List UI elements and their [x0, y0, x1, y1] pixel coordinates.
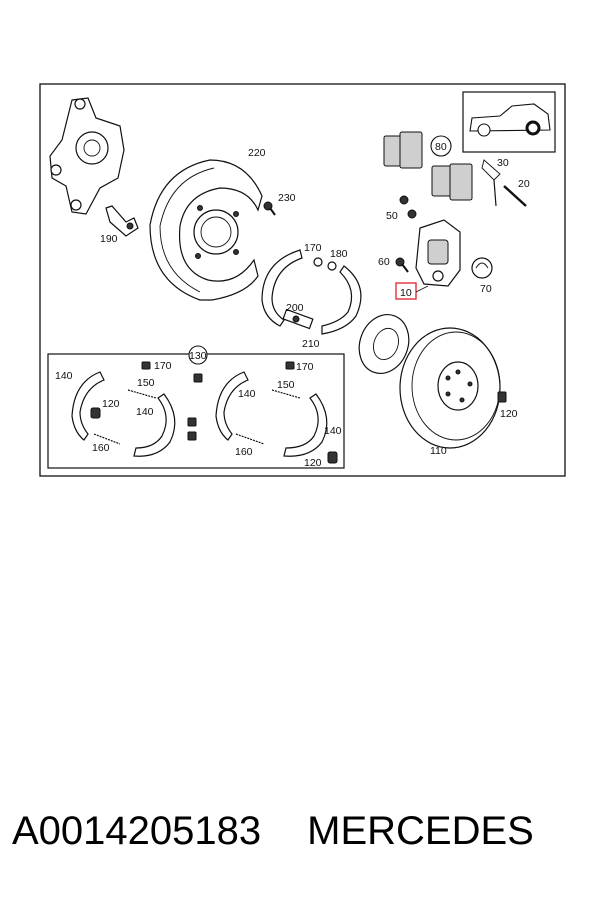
callout-110: 110 — [430, 445, 447, 457]
callout-50: 50 — [386, 210, 398, 222]
part-number: A0014205183 — [12, 808, 262, 853]
inset-shoe-1 — [71, 371, 105, 441]
callout-160-b: 160 — [235, 446, 253, 458]
inset-shoe-2 — [133, 393, 176, 457]
bolt-60 — [395, 257, 409, 273]
callout-120-disc: 120 — [500, 408, 518, 420]
callout-190: 190 — [100, 233, 118, 245]
callout-180: 180 — [330, 248, 348, 260]
callout-150-b: 150 — [277, 379, 295, 391]
parking-brake-shoe-left — [261, 249, 303, 327]
callout-160-a: 160 — [92, 442, 110, 454]
callout-circle-80 — [430, 135, 452, 157]
guide-pin-20 — [503, 185, 527, 207]
callout-140-a: 140 — [55, 370, 73, 382]
car-thumbnail — [462, 91, 556, 153]
inset-small-parts — [90, 361, 338, 464]
dust-shield-ring — [358, 314, 410, 374]
callout-170-inset-left: 170 — [154, 360, 172, 372]
inset-shoe-4 — [283, 393, 328, 457]
bolt-120-disc — [497, 391, 507, 403]
callout-200: 200 — [286, 302, 304, 314]
callout-150-a: 150 — [137, 377, 155, 389]
part-caption: A0014205183 MERCEDES — [12, 806, 592, 856]
callout-140-c: 140 — [238, 388, 256, 400]
pin-180 — [327, 261, 337, 271]
callout-120-inset-right: 120 — [304, 457, 322, 469]
callout-220: 220 — [248, 147, 266, 159]
brake-caliper — [415, 219, 461, 287]
brake-disc — [399, 327, 501, 449]
wheel-carrier-part — [49, 97, 125, 215]
callout-70: 70 — [480, 283, 492, 295]
callout-80: 80 — [435, 141, 447, 153]
bracket-part-190 — [105, 205, 139, 237]
callout-10: 10 — [400, 287, 412, 299]
callout-120-inset-left: 120 — [102, 398, 120, 410]
callout-140-b: 140 — [136, 406, 154, 418]
highlight-box-10 — [395, 282, 417, 300]
anti-rattle-spring-30 — [481, 159, 501, 207]
callout-20: 20 — [518, 178, 530, 190]
adjuster-200 — [282, 308, 314, 330]
callout-230: 230 — [278, 192, 296, 204]
brake-pad-set — [383, 131, 473, 201]
callout-circle-130 — [188, 345, 208, 365]
callout-60: 60 — [378, 256, 390, 268]
callout-130: 130 — [189, 350, 207, 362]
brand-name: MERCEDES — [307, 808, 534, 853]
cap-50 — [407, 209, 417, 219]
pin-170 — [313, 257, 323, 267]
backing-plate — [149, 159, 263, 301]
callout-170-main: 170 — [304, 242, 322, 254]
clip-70 — [471, 257, 493, 279]
inset-shoe-3 — [215, 371, 249, 441]
callout-30: 30 — [497, 157, 509, 169]
bolt-230 — [263, 201, 276, 216]
callout-140-d: 140 — [324, 425, 342, 437]
bleeder-50 — [399, 195, 409, 205]
callout-170-inset-right: 170 — [296, 361, 314, 373]
callout-210: 210 — [302, 338, 320, 350]
parking-brake-shoe-right — [321, 265, 362, 335]
brake-parts-diagram: 10 20 30 50 60 70 80 110 120 120 120 130… — [39, 83, 566, 477]
